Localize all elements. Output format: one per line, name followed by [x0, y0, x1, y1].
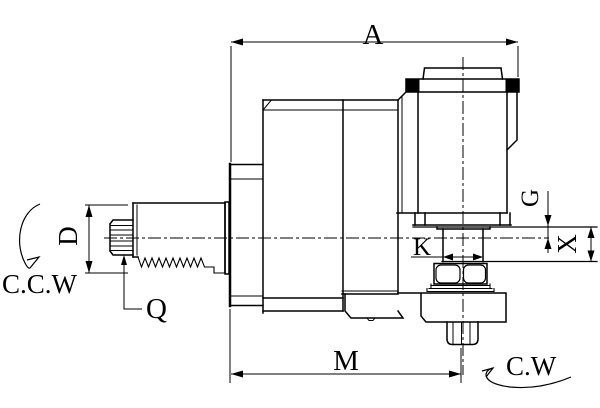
leader-q — [121, 255, 142, 310]
washer-stack — [426, 283, 495, 293]
label-cw: C.W — [506, 351, 557, 381]
part-outline — [108, 67, 598, 346]
motor-cap — [422, 67, 504, 80]
label-d: D — [53, 226, 83, 246]
label-k: K — [413, 234, 431, 261]
spline-coupling — [108, 219, 134, 256]
flange-clamp-left — [406, 79, 420, 92]
centerlines — [104, 57, 549, 375]
flange-plate — [228, 162, 264, 308]
collet-nut — [433, 262, 488, 285]
ccw-rotation-arrow — [18, 203, 41, 269]
dimension-g — [544, 191, 552, 253]
main-body — [262, 90, 408, 314]
flange-clamp-right — [505, 79, 519, 92]
cw-arrowhead — [481, 366, 495, 378]
cw-rotation-arrow — [485, 367, 572, 389]
serration-zigzag — [137, 256, 226, 274]
labels: A M Q C.C.W C.W K D G X — [2, 19, 582, 381]
drive-tang — [446, 321, 479, 346]
ccw-arrowhead — [26, 255, 41, 269]
dimension-x — [587, 227, 595, 262]
clamp-block — [341, 290, 405, 321]
label-m: M — [333, 345, 359, 377]
label-ccw: C.C.W — [2, 269, 78, 299]
motor-feet — [414, 212, 511, 226]
rotation-arrows — [18, 203, 572, 389]
dimension-m — [229, 309, 462, 383]
label-x: X — [552, 234, 582, 254]
label-a: A — [363, 19, 384, 51]
dimension-a — [230, 38, 519, 162]
motor-cylinder — [396, 67, 520, 226]
motor-flange-ring — [405, 78, 520, 93]
dimensions — [85, 38, 595, 383]
dimension-k — [411, 253, 483, 261]
dimension-d — [85, 204, 128, 274]
label-q: Q — [146, 293, 167, 325]
base-plate — [397, 292, 507, 323]
tool-spindle — [412, 226, 598, 263]
label-g: G — [517, 189, 544, 207]
